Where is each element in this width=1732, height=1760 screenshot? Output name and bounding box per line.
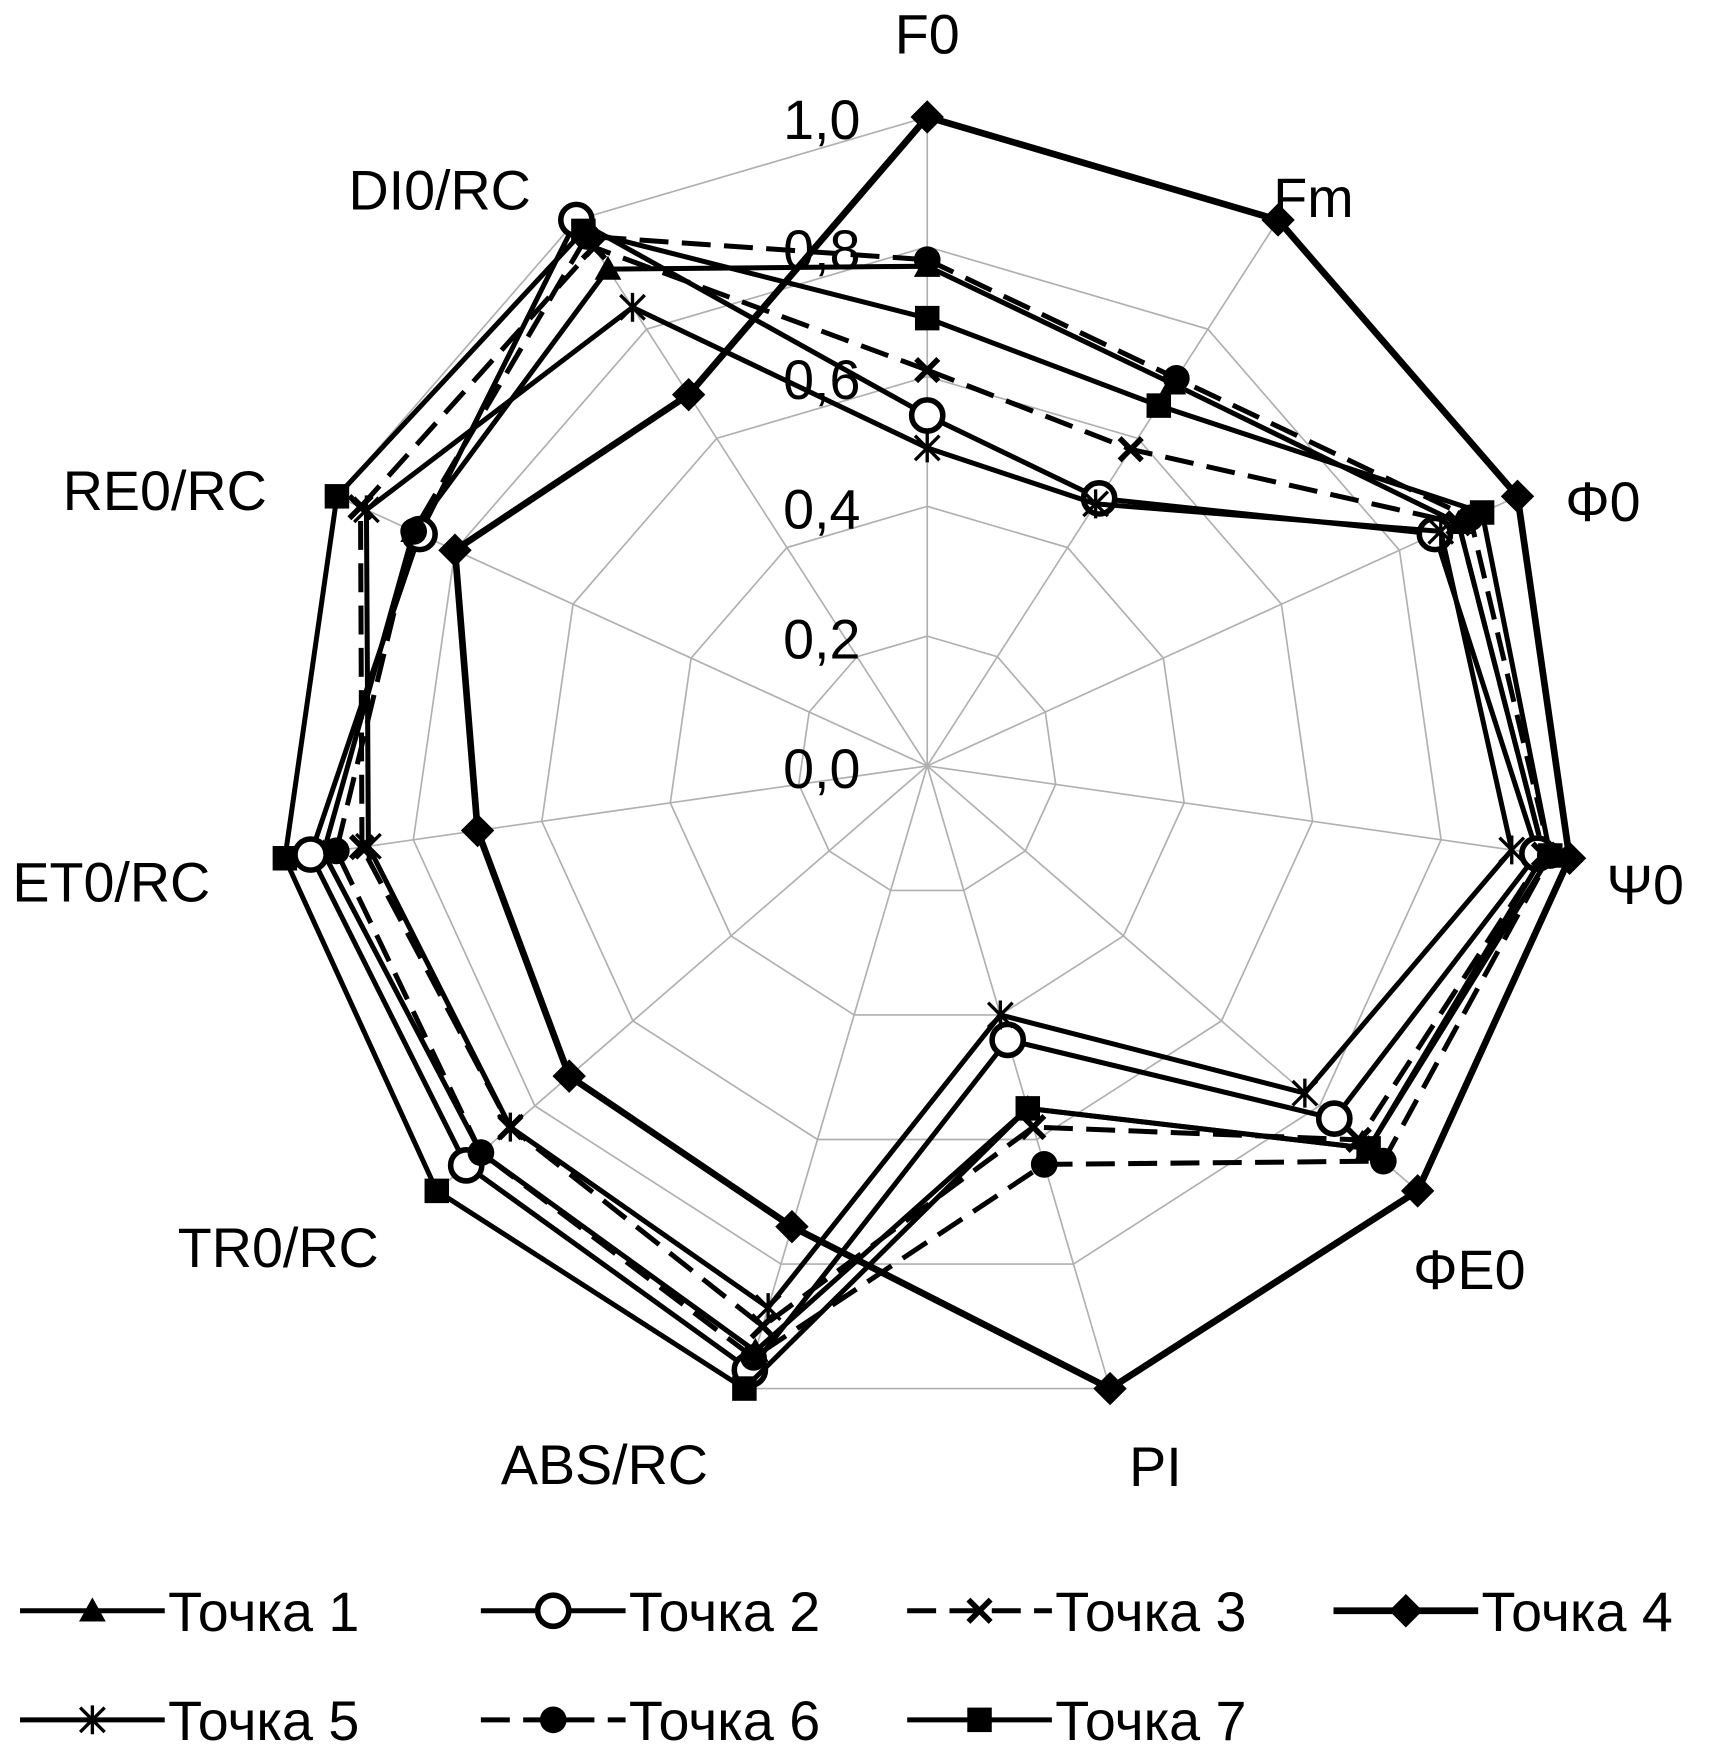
square-marker [1356, 1136, 1381, 1161]
grid-spoke [743, 765, 929, 1389]
x-marker [914, 356, 941, 384]
grid-spoke [926, 765, 1111, 1389]
grid-spoke [284, 765, 928, 860]
diamond-marker [671, 377, 706, 412]
legend-label: Точка 6 [629, 1690, 820, 1752]
square-marker [732, 1376, 757, 1401]
open-circle-marker [292, 836, 329, 873]
legend-item-1: Точка 1 [20, 1581, 359, 1643]
axis-label: Φ0 [1565, 471, 1640, 533]
asterisk-marker [619, 292, 646, 322]
square-marker [424, 1178, 450, 1204]
asterisk-marker [1498, 835, 1526, 865]
square-marker [1538, 843, 1563, 868]
square-marker [914, 305, 940, 331]
axis-label: Ψ0 [1606, 854, 1683, 916]
asterisk-marker [913, 433, 941, 463]
diamond-marker [438, 533, 472, 567]
square-marker [1146, 393, 1172, 418]
axis-label: TR0/RC [178, 1217, 379, 1279]
asterisk-marker [353, 495, 380, 525]
legend-label: Точка 1 [168, 1581, 359, 1643]
diamond-marker [1400, 1174, 1435, 1208]
open-circle-marker [989, 1021, 1027, 1059]
axis-label: ABS/RC [501, 1434, 708, 1496]
grid-ring [669, 505, 1186, 1016]
series-group [272, 100, 1587, 1406]
filled-circle-marker [740, 1344, 767, 1371]
legend-item-4: Точка 4 [1333, 1581, 1673, 1643]
triangle-marker [79, 1597, 106, 1622]
series-7 [272, 218, 1563, 1401]
tick-label: 0,0 [783, 738, 860, 800]
filled-circle-marker [1030, 1151, 1058, 1178]
asterisk-marker [78, 1705, 106, 1735]
open-circle-marker [534, 1592, 572, 1630]
asterisk-marker [754, 1293, 782, 1323]
axis-label: DI0/RC [348, 159, 530, 221]
x-marker [1117, 436, 1144, 463]
asterisk-marker [1291, 1078, 1319, 1108]
asterisk-marker [1427, 516, 1455, 546]
tick-label: 1,0 [783, 89, 860, 151]
tick-labels: 0,00,20,40,60,81,0 [783, 89, 860, 800]
series-4 [438, 100, 1587, 1406]
diamond-marker [1261, 203, 1295, 237]
x-marker [966, 1597, 993, 1624]
asterisk-marker [986, 1000, 1014, 1030]
x-marker [749, 1313, 776, 1340]
axis-label: ΦE0 [1413, 1239, 1525, 1301]
legend-label: Точка 2 [629, 1581, 820, 1643]
series-line [451, 113, 1573, 1392]
axis-label: PI [1129, 1436, 1182, 1498]
diamond-marker [1389, 1594, 1423, 1628]
filled-circle-marker [1162, 364, 1190, 392]
filled-circle-marker [467, 1139, 495, 1166]
legend-label: Точка 5 [168, 1690, 359, 1752]
legend-label: Точка 3 [1055, 1581, 1246, 1643]
diamond-marker [910, 100, 944, 134]
square-marker [272, 846, 298, 871]
open-circle-marker [1315, 1100, 1353, 1137]
grid-ring [412, 245, 1442, 1265]
legend-label: Точка 7 [1055, 1690, 1246, 1752]
axis-label: RE0/RC [63, 460, 267, 522]
legend-item-5: Точка 5 [20, 1690, 359, 1752]
series-line [363, 304, 1515, 1311]
legend-label: Точка 4 [1482, 1581, 1673, 1643]
square-marker [1469, 500, 1495, 525]
triangle-marker [594, 255, 622, 280]
asterisk-marker [1082, 489, 1110, 519]
legend-item-3: Точка 3 [907, 1581, 1246, 1643]
filled-circle-marker [400, 518, 428, 545]
square-marker [1015, 1096, 1041, 1121]
grid-ring [797, 635, 1057, 892]
tick-label: 0,2 [783, 608, 860, 670]
open-circle-marker [908, 397, 946, 434]
tick-label: 0,4 [783, 479, 860, 541]
legend-item-7: Точка 7 [907, 1690, 1246, 1752]
legend-item-2: Точка 2 [480, 1581, 820, 1643]
square-marker [571, 218, 596, 244]
legend: Точка 1 Точка 2 Точка 3 Точка 4 Точка 5 Точка… [20, 1581, 1673, 1752]
filled-circle-marker [322, 837, 350, 865]
square-marker [967, 1707, 992, 1733]
asterisk-marker [496, 1112, 524, 1142]
diamond-marker [460, 813, 495, 848]
series-5 [353, 292, 1526, 1323]
filled-circle-marker [539, 1706, 567, 1734]
grid-spoke [927, 765, 1570, 860]
asterisk-marker [354, 831, 382, 861]
series-line [282, 228, 1553, 1392]
square-marker [324, 484, 350, 509]
diamond-marker [1093, 1371, 1127, 1406]
legend-item-6: Точка 6 [480, 1690, 820, 1752]
filled-circle-marker [913, 246, 941, 274]
axis-labels: F0FmΦ0Ψ0ΦE0PIABS/RCTR0/RCET0/RCRE0/RCDI0… [12, 4, 1684, 1499]
series-line [358, 244, 1547, 1329]
axis-label: F0 [895, 4, 960, 66]
series-line [333, 233, 1553, 1360]
axis-label: ET0/RC [12, 852, 210, 914]
